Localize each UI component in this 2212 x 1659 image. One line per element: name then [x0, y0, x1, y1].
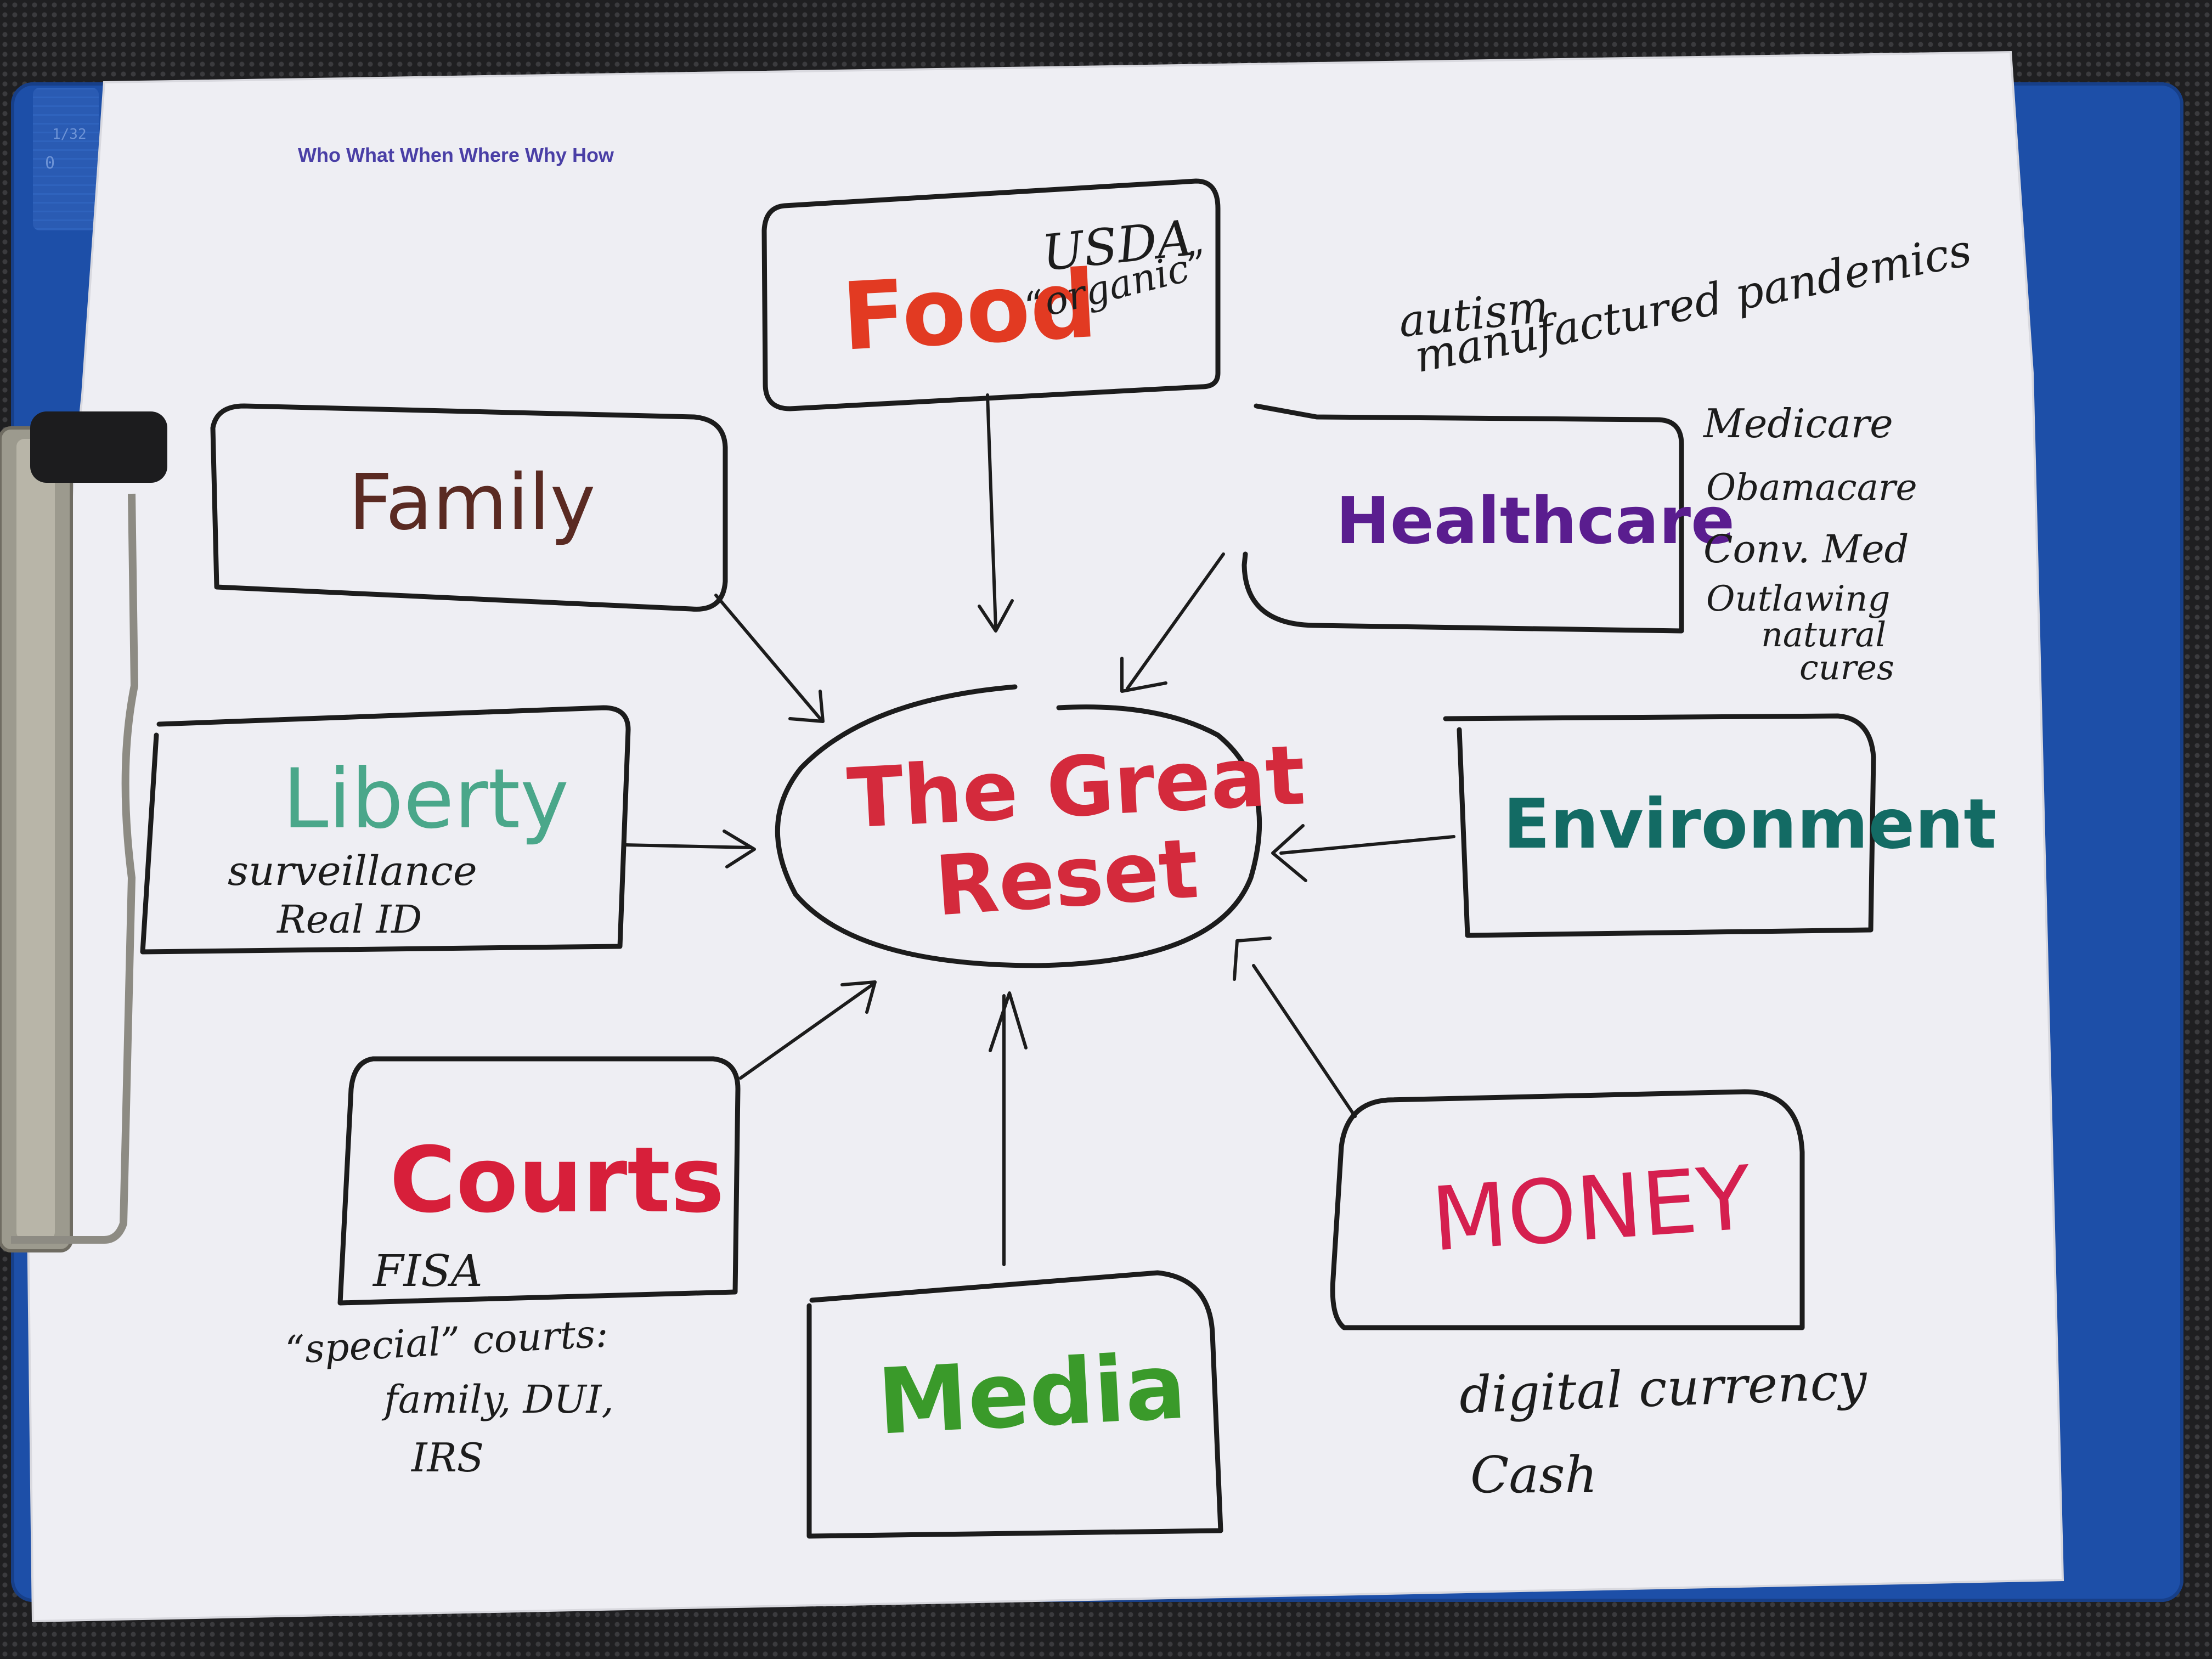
- clipboard-clip: [0, 411, 167, 1252]
- media-box: [806, 1270, 1223, 1539]
- center-title-line2: Reset: [932, 821, 1201, 935]
- arrow-family: [714, 594, 825, 723]
- courts-note-3: family, DUI,: [384, 1377, 614, 1422]
- arrow-liberty: [624, 830, 756, 868]
- courts-box: [337, 1056, 741, 1306]
- environment-box: [1443, 713, 1876, 938]
- healthcare-note-5: natural: [1761, 614, 1887, 654]
- ruler-zero-label: 0: [45, 154, 55, 173]
- media-label: Media: [874, 1333, 1189, 1455]
- healthcare-note-3: Conv. Med: [1703, 527, 1909, 572]
- arrow-environment: [1271, 824, 1455, 882]
- money-note-2: Cash: [1470, 1446, 1598, 1504]
- courts-note-1: FISA: [373, 1245, 483, 1296]
- healthcare-note-1: Medicare: [1703, 400, 1893, 447]
- courts-note-4: IRS: [411, 1435, 484, 1481]
- family-box: [210, 403, 728, 612]
- healthcare-note-4: Outlawing: [1706, 579, 1891, 619]
- arrow-courts: [739, 980, 877, 1080]
- healthcare-box: [1242, 403, 1684, 634]
- arrow-media: [989, 991, 1028, 1266]
- liberty-note-1: surveillance: [228, 848, 477, 895]
- healthcare-note-2: Obamacare: [1706, 466, 1917, 509]
- environment-label: Environment: [1503, 785, 1996, 864]
- liberty-box: [140, 705, 631, 955]
- page-header-text: Who What When Where Why How: [298, 144, 614, 166]
- food-box: [761, 178, 1221, 411]
- ruler-fraction-label: 1/32: [52, 126, 87, 143]
- liberty-label: Liberty: [283, 752, 569, 847]
- clipboard-ruler: [33, 88, 99, 230]
- courts-label: Courts: [390, 1127, 725, 1233]
- family-label: Family: [348, 458, 596, 548]
- liberty-note-2: Real ID: [277, 897, 422, 942]
- arrow-healthcare: [1120, 552, 1225, 693]
- center-ellipse: [775, 684, 1262, 968]
- arrow-money: [1233, 936, 1357, 1118]
- arrow-food: [978, 393, 1014, 633]
- healthcare-note-6: cures: [1799, 647, 1894, 687]
- healthcare-label: Healthcare: [1336, 483, 1735, 558]
